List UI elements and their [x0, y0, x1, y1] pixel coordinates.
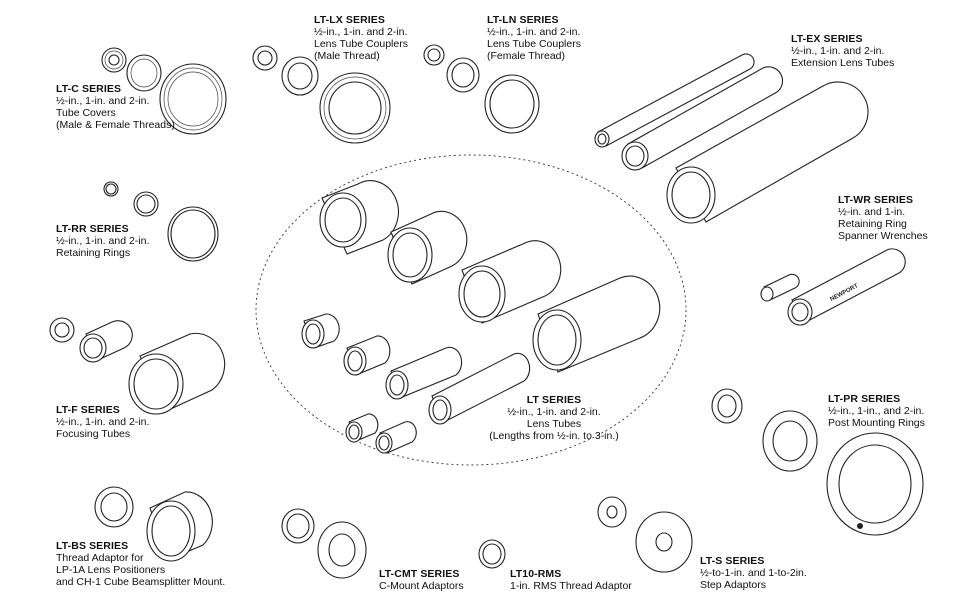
label-lt-pr-line: ½-in., 1-in., and 2-in. — [828, 405, 925, 417]
label-lt-f: LT-F SERIES ½-in., 1-in. and 2-in. Focus… — [56, 404, 149, 440]
label-lt-cmt: LT-CMT SERIES C-Mount Adaptors — [379, 568, 464, 592]
label-lt-rr-line: ½-in., 1-in. and 2-in. — [56, 235, 150, 247]
label-lt-c-line: Tube Covers — [56, 107, 116, 119]
label-lt-lx: LT-LX SERIES ½-in., 1-in. and 2-in. Lens… — [314, 14, 408, 62]
label-lt-cmt-line: C-Mount Adaptors — [379, 580, 464, 592]
label-lt-ex-line: Extension Lens Tubes — [791, 57, 895, 69]
lt-lx-couplers — [252, 45, 391, 144]
label-lt-ex-title: LT-EX SERIES — [791, 33, 863, 45]
label-lt-wr-line: ½-in. and 1-in. — [838, 206, 906, 218]
label-lt-wr-line: Spanner Wrenches — [838, 230, 928, 242]
label-lt-rr-title: LT-RR SERIES — [56, 223, 129, 235]
label-lt-ln-title: LT-LN SERIES — [487, 14, 559, 26]
label-lt-s-line: Step Adaptors — [700, 579, 766, 591]
label-lt-f-line: ½-in., 1-in. and 2-in. — [56, 416, 150, 428]
lt-f-tubes — [49, 317, 226, 415]
label-lt-lx-title: LT-LX SERIES — [314, 14, 386, 26]
label-lt-pr: LT-PR SERIES ½-in., 1-in., and 2-in. Pos… — [828, 393, 925, 429]
label-lt-wr-title: LT-WR SERIES — [838, 194, 914, 206]
label-lt-bs-line: and CH-1 Cube Beamsplitter Mount. — [56, 576, 226, 588]
lt-c-covers — [101, 47, 227, 135]
lt-cmt-adaptors — [281, 508, 367, 579]
lt-bs-adaptor — [94, 486, 213, 562]
label-lt10-rms-line: 1-in. RMS Thread Adaptor — [510, 580, 632, 592]
label-lt-wr: LT-WR SERIES ½-in. and 1-in. Retaining R… — [838, 194, 928, 242]
label-lt-ln-line: ½-in., 1-in. and 2-in. — [487, 26, 581, 38]
label-lt-lx-line: (Male Thread) — [314, 50, 380, 62]
label-lt-s-line: ½-to-1-in. and 1-to-2in. — [700, 567, 807, 579]
label-lt-lx-line: ½-in., 1-in. and 2-in. — [314, 26, 408, 38]
lt-ln-couplers — [423, 44, 540, 134]
label-lt-s-title: LT-S SERIES — [700, 555, 765, 567]
label-lt-c: LT-C SERIES ½-in., 1-in. and 2-in. Tube … — [56, 83, 175, 131]
label-lt-wr-line: Retaining Ring — [838, 218, 907, 230]
label-lt-cmt-title: LT-CMT SERIES — [379, 568, 460, 580]
label-lt-ln-line: (Female Thread) — [487, 50, 566, 62]
label-lt-bs-title: LT-BS SERIES — [56, 540, 129, 552]
lt10-rms-adaptor — [478, 539, 506, 569]
lt-wr-wrenches: NEWPORT — [760, 248, 906, 326]
lt-ex-tubes — [594, 53, 869, 224]
label-lt-title: LT SERIES — [526, 394, 582, 406]
label-lt10-rms: LT10-RMS 1-in. RMS Thread Adaptor — [510, 568, 632, 592]
lt-pr-rings — [711, 388, 924, 536]
label-lt-f-title: LT-F SERIES — [56, 404, 120, 416]
label-lt-pr-title: LT-PR SERIES — [828, 393, 901, 405]
label-lt-rr-line: Retaining Rings — [56, 247, 131, 259]
label-lt-bs-line: LP-1A Lens Positioners — [56, 564, 166, 576]
label-lt-bs: LT-BS SERIES Thread Adaptor for LP-1A Le… — [56, 540, 225, 588]
label-lt-c-title: LT-C SERIES — [56, 83, 122, 95]
label-lt-line: (Lengths from ½-in. to 3-in.) — [489, 430, 619, 442]
label-lt-s: LT-S SERIES ½-to-1-in. and 1-to-2in. Ste… — [700, 555, 807, 591]
label-lt-bs-line: Thread Adaptor for — [56, 552, 144, 564]
label-lt: LT SERIES ½-in., 1-in. and 2-in. Lens Tu… — [484, 394, 624, 442]
lt-series-tubes — [255, 154, 687, 466]
label-lt-pr-line: Post Mounting Rings — [828, 417, 925, 429]
lt-s-adaptors — [597, 496, 693, 573]
label-lt-rr: LT-RR SERIES ½-in., 1-in. and 2-in. Reta… — [56, 223, 149, 259]
label-lt-c-line: ½-in., 1-in. and 2-in. — [56, 95, 150, 107]
label-lt-lx-line: Lens Tube Couplers — [314, 38, 408, 50]
label-lt-ex-line: ½-in., 1-in. and 2-in. — [791, 45, 885, 57]
label-lt10-rms-title: LT10-RMS — [510, 568, 562, 580]
label-lt-ln-line: Lens Tube Couplers — [487, 38, 581, 50]
lt-rr-rings — [103, 181, 219, 262]
label-lt-c-line: (Male & Female Threads) — [56, 119, 175, 131]
label-lt-ln: LT-LN SERIES ½-in., 1-in. and 2-in. Lens… — [487, 14, 581, 62]
label-lt-line: Lens Tubes — [526, 418, 582, 430]
label-lt-ex: LT-EX SERIES ½-in., 1-in. and 2-in. Exte… — [791, 33, 894, 69]
label-lt-line: ½-in., 1-in. and 2-in. — [507, 406, 601, 418]
label-lt-f-line: Focusing Tubes — [56, 428, 131, 440]
